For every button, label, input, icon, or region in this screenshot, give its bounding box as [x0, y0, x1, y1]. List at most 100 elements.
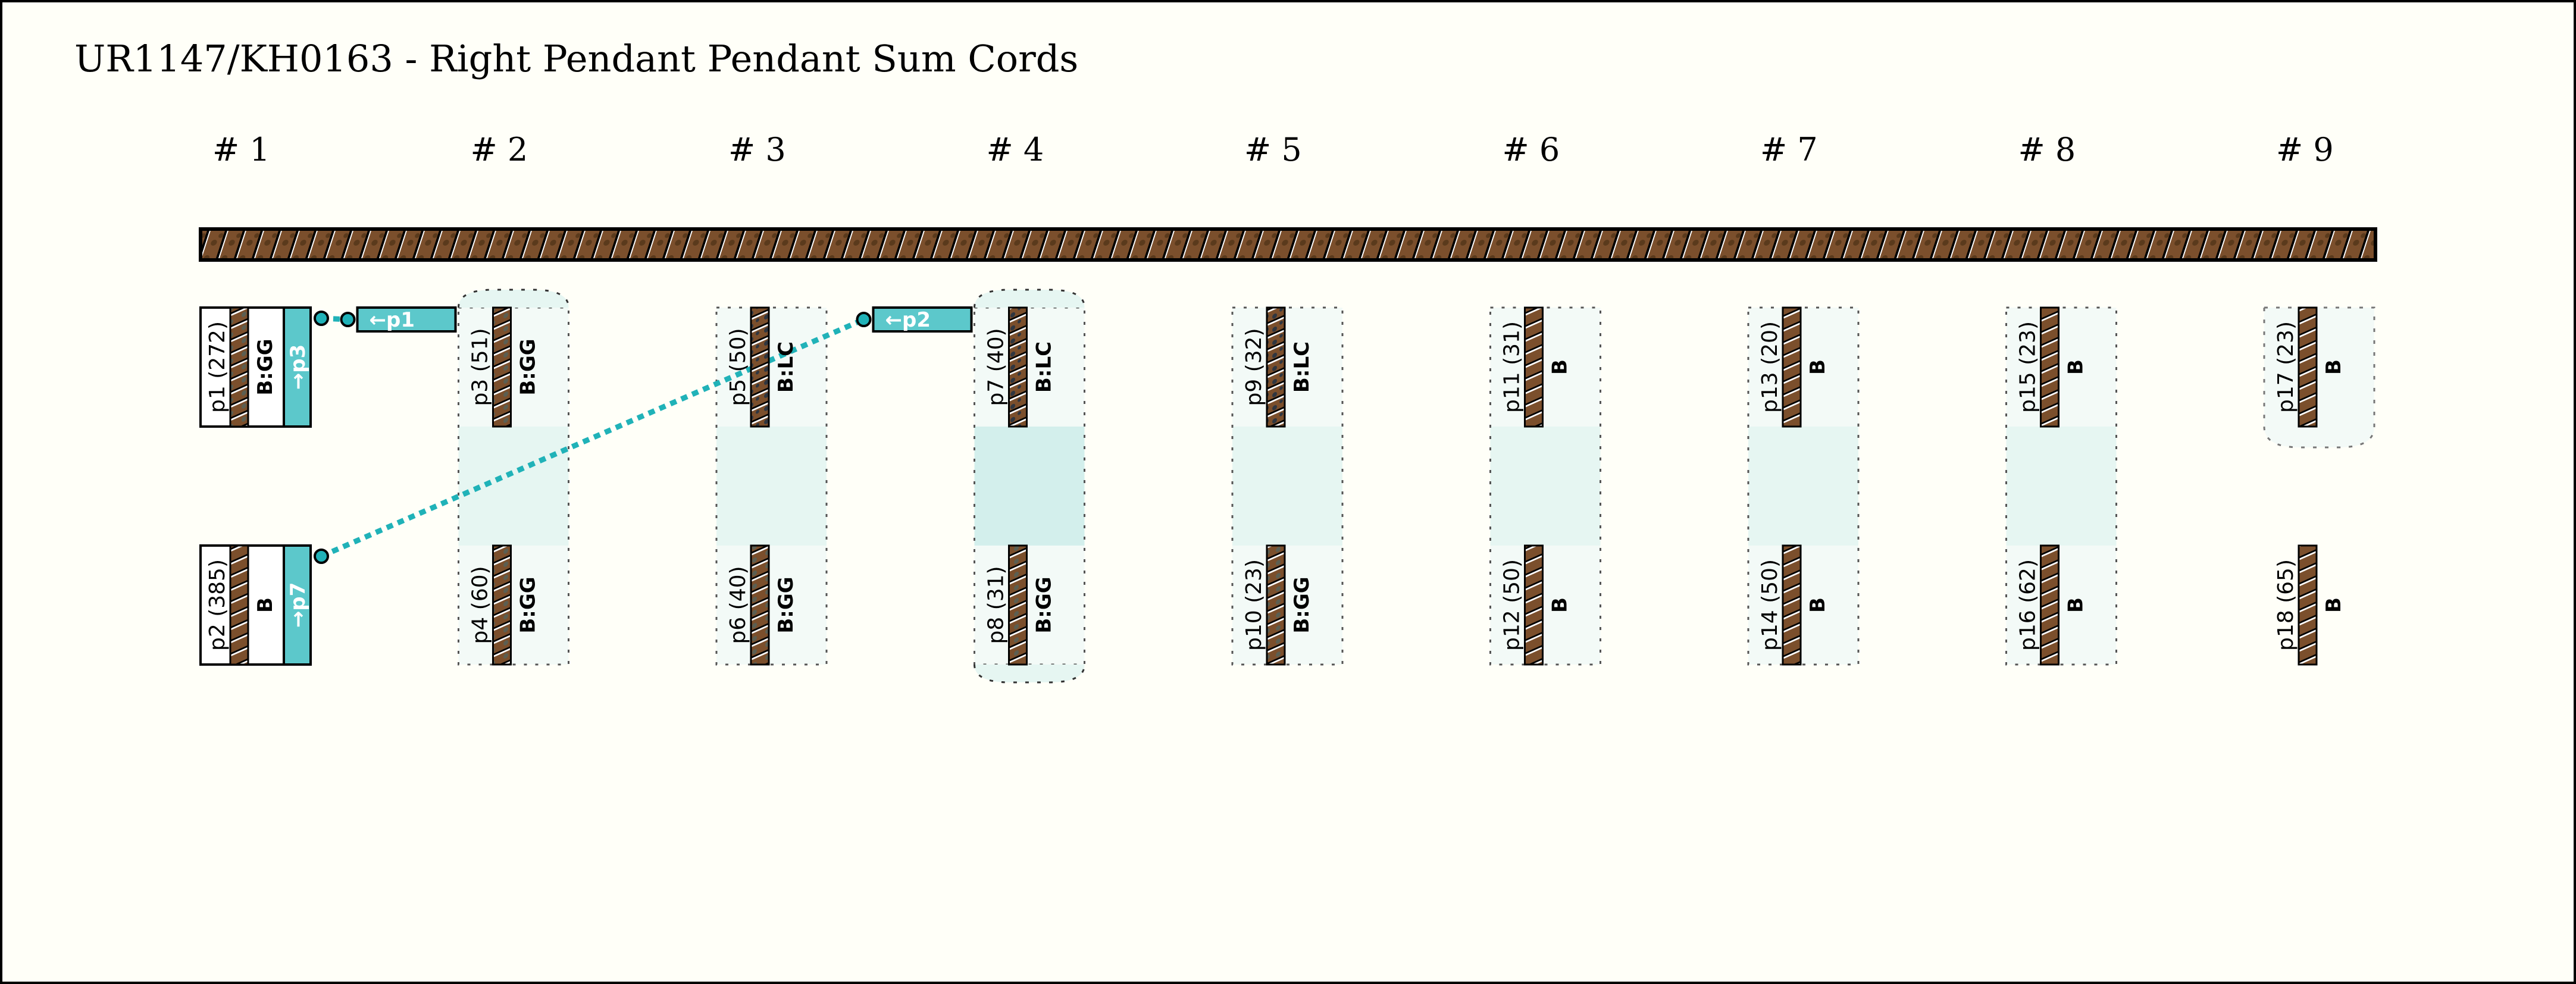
cord-color-label: B	[253, 597, 277, 613]
cord-color-label: B	[1548, 597, 1572, 613]
cord-label: p14 (50)	[1758, 559, 1782, 651]
cord-strand[interactable]	[1266, 306, 1286, 428]
pendant-cord-p14[interactable]: p14 (50) B	[1758, 544, 1830, 666]
sum-links: ←p1 ←p2	[314, 306, 973, 564]
cord-strand[interactable]	[1008, 306, 1028, 428]
cord-label: p8 (31)	[984, 566, 1009, 644]
cord-label: p15 (23)	[2016, 321, 2040, 413]
cord-label: p11 (31)	[1500, 321, 1525, 413]
group-box-7	[1747, 306, 1860, 666]
pendant-cord-p8[interactable]: p8 (31) B:GG	[984, 544, 1056, 666]
cord-color-label: B:LC	[1290, 341, 1314, 393]
cord-label: p3 (51)	[468, 328, 493, 406]
pendant-cord-p7[interactable]: p7 (40) B:LC	[984, 306, 1056, 428]
group-box-9	[2263, 306, 2375, 449]
cord-color-label: B	[2064, 359, 2088, 375]
cord-color-label: B	[2322, 597, 2346, 613]
group-box-3	[715, 306, 828, 666]
group-label: # 5	[1244, 131, 1302, 168]
cord-label: p10 (23)	[1242, 559, 1266, 651]
group-label: # 1	[212, 131, 270, 168]
group-label: # 2	[471, 131, 528, 168]
pendant-cord-p18[interactable]: p18 (65) B	[2274, 544, 2346, 666]
cord-color-label: B	[1806, 597, 1830, 613]
pendant-cord-p17[interactable]: p17 (23) B	[2274, 306, 2346, 428]
pendant-cord-p6[interactable]: p6 (40) B:GG	[726, 544, 798, 666]
cord-label: p5 (50)	[726, 328, 750, 406]
cord-strand[interactable]	[492, 544, 512, 666]
pendant-cord-p3[interactable]: p3 (51) B:GG	[468, 306, 540, 428]
cord-strand[interactable]	[2298, 544, 2318, 666]
cord-strand[interactable]	[2298, 306, 2318, 428]
cord-strand[interactable]	[1266, 544, 1286, 666]
cord-label: p12 (50)	[1500, 559, 1525, 651]
cord-label: p1 (272)	[205, 321, 230, 413]
sum-link-p1-p3[interactable]: ←p1	[314, 306, 457, 333]
cord-strand[interactable]	[750, 544, 770, 666]
sum-target-tag[interactable]	[283, 544, 312, 666]
sum-source-tag[interactable]	[356, 306, 457, 333]
cord-label: p17 (23)	[2274, 321, 2298, 413]
cord-label: p13 (20)	[1758, 321, 1782, 413]
cord-label: p4 (60)	[468, 566, 493, 644]
cord-label: p7 (40)	[984, 328, 1009, 406]
cord-color-label: B:GG	[1290, 576, 1314, 633]
cord-strand[interactable]	[1524, 544, 1544, 666]
group-box-4	[974, 289, 1085, 684]
cord-color-label: B:LC	[1032, 341, 1056, 393]
cord-strand[interactable]	[1008, 544, 1028, 666]
cord-label: p9 (32)	[1242, 328, 1266, 406]
cord-strand[interactable]	[229, 306, 249, 428]
cord-strand[interactable]	[750, 306, 770, 428]
cord-strand[interactable]	[229, 544, 249, 666]
cord-color-label: B:GG	[253, 339, 277, 395]
sum-target-label: →p3	[286, 344, 310, 390]
group-box-8	[2005, 306, 2117, 666]
group-box-6	[1489, 306, 1601, 666]
sum-link-p2-p7[interactable]: ←p2	[314, 306, 973, 564]
link-line	[320, 316, 865, 559]
cord-color-label: B:GG	[517, 576, 540, 633]
sum-target-tag[interactable]	[283, 306, 312, 428]
group-box-5	[1231, 306, 1344, 666]
sum-source-tag[interactable]	[872, 306, 973, 333]
primary-cord[interactable]	[199, 227, 2377, 262]
cord-color-label: B:GG	[1032, 576, 1056, 633]
sum-source-label: ←p1	[370, 308, 415, 332]
pendant-cord-p4[interactable]: p4 (60) B:GG	[468, 544, 540, 666]
pendant-cord-p10[interactable]: p10 (23) B:GG	[1242, 544, 1314, 666]
cord-strand[interactable]	[2040, 306, 2059, 428]
cord-strand[interactable]	[2040, 544, 2059, 666]
cord-color-label: B:GG	[774, 576, 798, 633]
cord-label: p2 (385)	[205, 559, 230, 651]
diagram-title: UR1147/KH0163 - Right Pendant Pendant Su…	[74, 37, 1078, 80]
pendant-cord-p11[interactable]: p11 (31) B	[1500, 306, 1572, 428]
pendant-cord-p15[interactable]: p15 (23) B	[2016, 306, 2088, 428]
pendant-cord-p16[interactable]: p16 (62)B	[2016, 544, 2088, 666]
group-label: # 3	[728, 131, 786, 168]
cord-strand[interactable]	[1782, 306, 1802, 428]
cord-label: p18 (65)	[2274, 559, 2298, 651]
cord-color-label: B	[2322, 359, 2346, 375]
pendant-cord-p12[interactable]: p12 (50) B	[1500, 544, 1572, 666]
pendant-cord-p9[interactable]: p9 (32) B:LC	[1242, 306, 1314, 428]
link-end-dot	[340, 312, 356, 327]
sum-source-label: ←p2	[885, 308, 931, 332]
cord-color-label: B	[1548, 359, 1572, 375]
group-backgrounds	[458, 289, 2375, 684]
cord-color-label: B:GG	[517, 339, 540, 395]
cord-label: p16 (62)	[2016, 559, 2040, 651]
cord-strand[interactable]	[492, 306, 512, 428]
group-label: # 8	[2018, 131, 2076, 168]
pendant-cord-p5[interactable]: p5 (50)B:LC	[726, 306, 798, 428]
cord-label: p6 (40)	[726, 566, 750, 644]
pendant-cord-p1[interactable]: →p3 p1 (272) B:GG	[199, 306, 312, 428]
cord-strand[interactable]	[1524, 306, 1544, 428]
group-label: # 7	[1760, 131, 1818, 168]
group-label: # 6	[1503, 131, 1560, 168]
cord-strand[interactable]	[1782, 544, 1802, 666]
pendant-cord-p13[interactable]: p13 (20)B	[1758, 306, 1830, 428]
group-labels: # 1# 2# 3# 4# 5# 6# 7# 8# 9	[212, 131, 2334, 168]
